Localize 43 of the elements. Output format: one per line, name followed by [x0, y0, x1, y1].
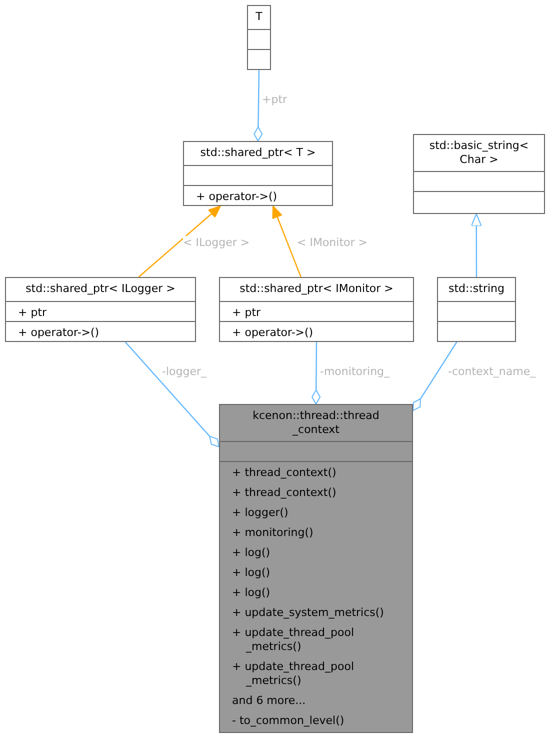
member-text: - to_common_level(): [231, 713, 346, 729]
connector: [272, 206, 302, 278]
class-box: [183, 141, 333, 206]
member-text: + update_system_metrics(): [231, 605, 385, 621]
class-box: [5, 277, 196, 342]
member-text: + ptr: [231, 305, 262, 321]
class-box: [437, 277, 516, 342]
class-name: std::shared_ptr< ILogger >: [26, 282, 176, 297]
member-text: + operator->(): [17, 325, 100, 341]
connector: [412, 342, 458, 412]
class-box: [413, 134, 545, 214]
edge-label: -context_name_: [448, 365, 536, 379]
member-text: + operator->(): [231, 325, 314, 341]
class-name: std::string: [448, 282, 504, 297]
member-text: + thread_context(): [231, 465, 338, 481]
member-text: + log(): [231, 585, 272, 601]
class-name: kcenon::thread::thread _context: [252, 409, 380, 437]
edge-label: -monitoring_: [320, 365, 390, 379]
member-text: + update_thread_pool _metrics(): [231, 659, 356, 689]
class-name: T: [256, 10, 262, 25]
edge-label: +ptr: [262, 93, 288, 107]
connector: [312, 342, 321, 404]
edge-label: < ILogger >: [183, 236, 250, 250]
class-name: std::shared_ptr< T >: [200, 146, 316, 161]
member-text: + operator->(): [195, 189, 278, 205]
connector: [138, 206, 221, 278]
member-text: + log(): [231, 565, 272, 581]
class-name: std::shared_ptr< IMonitor >: [240, 282, 394, 297]
member-text: + thread_context(): [231, 485, 338, 501]
member-text: + logger(): [231, 505, 290, 521]
member-text: + log(): [231, 545, 272, 561]
member-text: and 6 more...: [231, 693, 307, 709]
class-box: [219, 277, 414, 342]
class-name: std::basic_string< Char >: [428, 139, 530, 167]
member-text: + update_thread_pool _metrics(): [231, 625, 356, 655]
member-text: + monitoring(): [231, 525, 314, 541]
connector: [470, 214, 482, 277]
class-box: [219, 404, 413, 733]
member-text: + ptr: [17, 305, 48, 321]
connector: [254, 70, 263, 142]
class-box: [247, 5, 271, 70]
edge-label: -logger_: [162, 365, 207, 379]
connector: [124, 342, 220, 448]
